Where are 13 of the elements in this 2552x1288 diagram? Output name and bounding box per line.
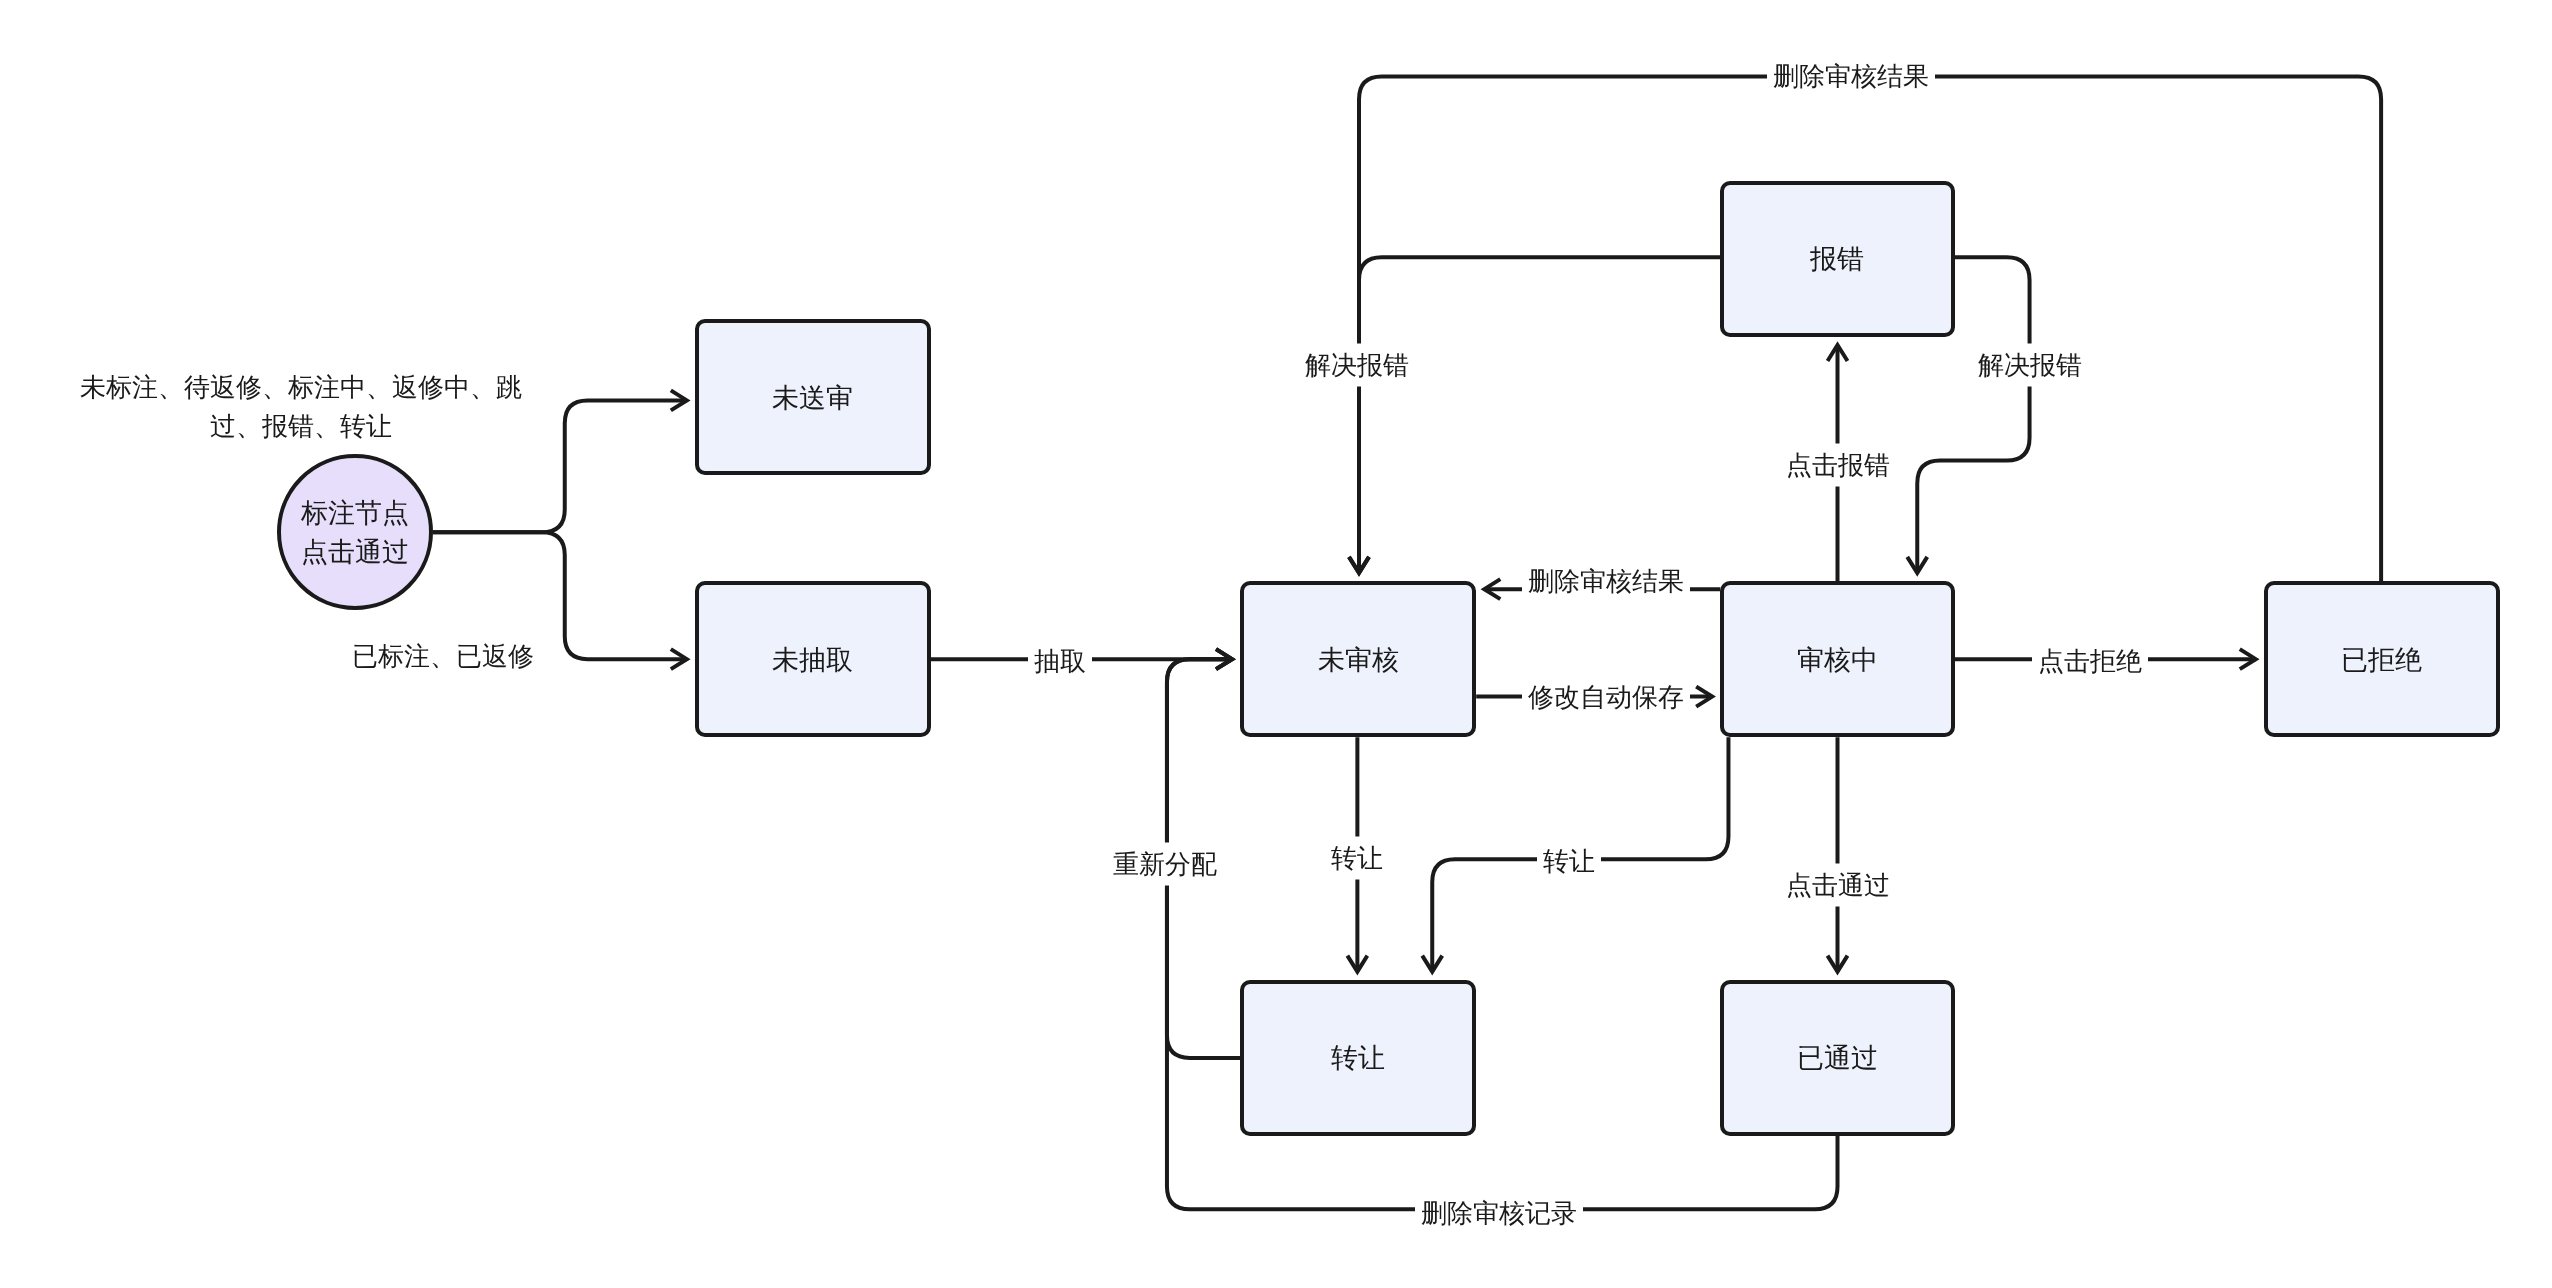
state-box: 未送审 bbox=[694, 319, 931, 476]
state-box: 审核中 bbox=[1720, 581, 1955, 738]
state-box: 报错 bbox=[1720, 180, 1955, 337]
state-box: 已通过 bbox=[1720, 979, 1955, 1136]
state-box: 未审核 bbox=[1240, 581, 1477, 738]
arrow bbox=[1420, 737, 1731, 974]
state-box: 未抽取 bbox=[694, 581, 931, 738]
arrow bbox=[1905, 255, 2032, 575]
state-box: 已拒绝 bbox=[2263, 581, 2500, 738]
state-box: 转让 bbox=[1240, 979, 1477, 1136]
arrow bbox=[1347, 74, 2384, 582]
arrow bbox=[432, 530, 689, 672]
state-circle: 标注节点点击通过 bbox=[276, 454, 433, 611]
